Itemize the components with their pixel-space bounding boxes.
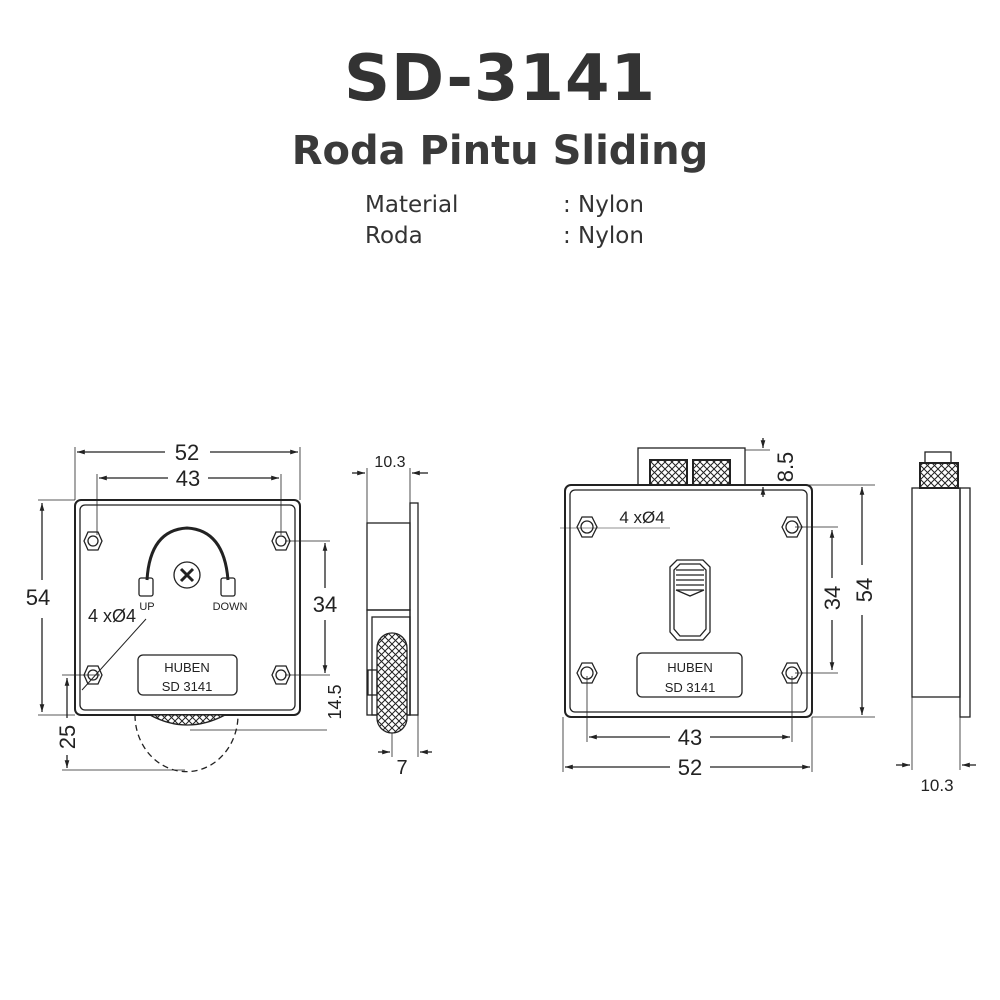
spec-label: Material [365, 192, 459, 218]
spec-label: Roda [365, 223, 423, 249]
dim-depth: 10.3 [920, 776, 953, 795]
plate-model: SD 3141 [665, 680, 716, 695]
side-view-front [352, 468, 432, 757]
model-title: SD-3141 [343, 42, 657, 116]
dim-wheel-width: 7 [396, 757, 407, 779]
dim-hole-spacing-h: 43 [176, 466, 200, 491]
holes-callout: 4 xØ4 [619, 508, 664, 527]
plate-brand: HUBEN [164, 660, 210, 675]
spec-row-material: Material : Nylon [365, 192, 644, 218]
dim-width: 52 [678, 755, 702, 780]
up-label: UP [139, 601, 154, 613]
front-view [38, 447, 330, 773]
rear-view [560, 438, 875, 772]
dim-height: 54 [852, 578, 877, 602]
mount-hole-icon [576, 516, 803, 684]
spec-value: : Nylon [563, 192, 644, 218]
adjust-slot-icon [669, 559, 711, 641]
spec-row-roda: Roda : Nylon [365, 223, 644, 249]
product-name: Roda Pintu Sliding [291, 128, 709, 174]
name-plate [636, 652, 743, 698]
side-view-rear [896, 451, 976, 770]
dim-top-height: 8.5 [773, 452, 798, 483]
dim-hole-spacing-v: 34 [820, 586, 845, 610]
dim-wheel-offset: 25 [55, 725, 80, 749]
plate-model: SD 3141 [162, 679, 213, 694]
dim-depth: 10.3 [374, 454, 405, 471]
dim-hole-spacing-h: 43 [678, 725, 702, 750]
name-plate [137, 654, 238, 696]
adjust-screw-icon [173, 561, 201, 589]
plate-brand: HUBEN [667, 660, 713, 675]
dim-wheel-protrusion: 14.5 [325, 684, 345, 719]
spec-value: : Nylon [563, 223, 644, 249]
down-label: DOWN [213, 601, 248, 613]
dim-height: 54 [26, 585, 50, 610]
holes-callout: 4 xØ4 [88, 606, 136, 626]
dim-hole-spacing-v: 34 [313, 592, 337, 617]
dim-width: 52 [175, 440, 199, 465]
